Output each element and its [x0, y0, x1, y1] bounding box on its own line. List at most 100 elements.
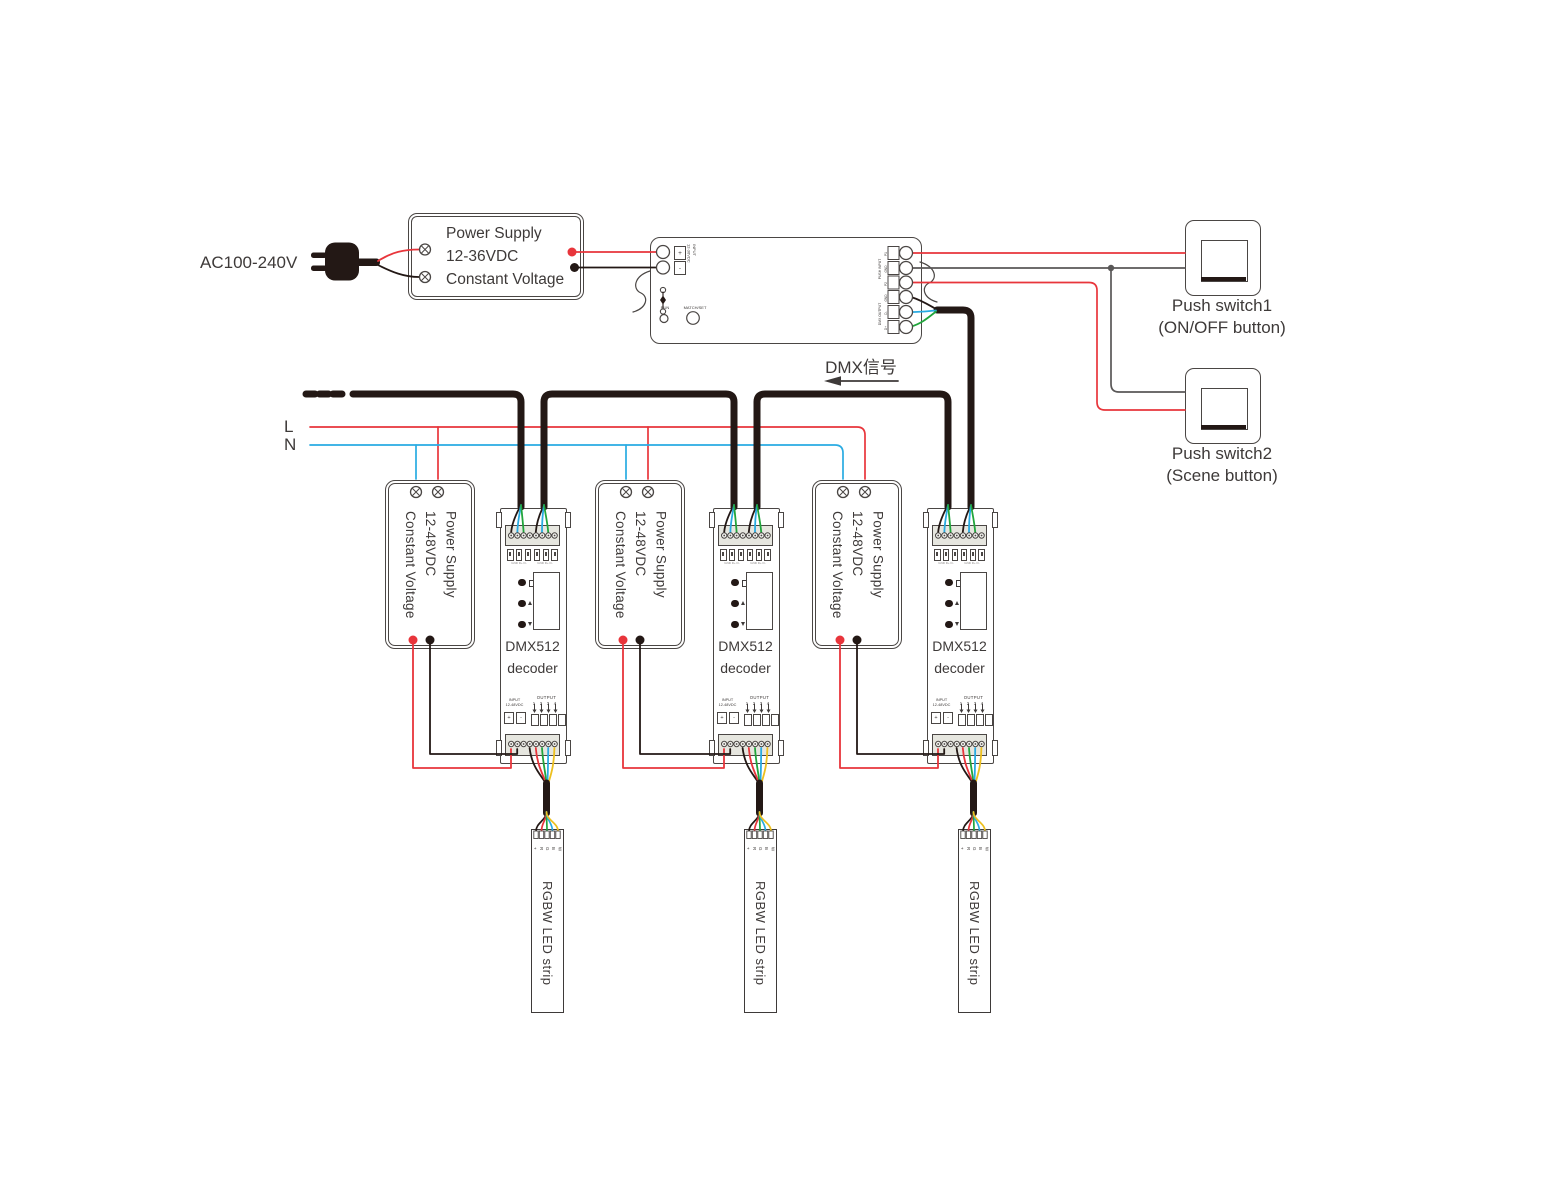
channel-terminal	[958, 714, 966, 726]
channel-terminal	[540, 714, 548, 726]
decoder-title: DMX512 decoder	[505, 638, 560, 677]
pad-label: +	[532, 847, 538, 850]
ac-voltage-label: AC100-240V	[200, 253, 298, 272]
terminal-square	[746, 549, 754, 561]
decoder-top-terminal-strip	[932, 525, 987, 546]
up-arrow-icon	[528, 600, 532, 605]
decoder-output-label: OUTPUT	[536, 695, 557, 700]
terminal-square	[728, 549, 736, 561]
decoder-output-label: OUTPUT	[749, 695, 770, 700]
push-switch-2-title: Push switch2	[1171, 444, 1273, 463]
terminal-square	[551, 549, 558, 561]
channel-number: 4	[980, 700, 984, 706]
channel-number: 4	[553, 700, 557, 706]
din-ear	[922, 512, 929, 528]
channel-number: 2	[539, 700, 543, 706]
controller-input-label: INPUT 12-36VDC	[686, 244, 698, 263]
channel-number: 3	[546, 700, 550, 706]
menu-icon	[741, 579, 748, 587]
channel-number: 3	[759, 700, 763, 706]
dmx-port-label-left: GND D+ D-	[938, 561, 954, 565]
terminal-square	[737, 549, 745, 561]
dmx-signal-label: DMX信号	[825, 358, 897, 377]
channel-number: 1	[745, 700, 749, 706]
group-power-supply-border	[388, 483, 472, 646]
decoder-input-label: INPUT 12-48VDC	[718, 698, 737, 707]
dmx-port-label-left: GND D+ D-	[511, 561, 527, 565]
decoder-title: DMX512 decoder	[718, 638, 773, 677]
channel-terminal	[967, 714, 975, 726]
pad-label: B	[978, 847, 984, 850]
decoder-input-terminals: +-	[931, 712, 953, 724]
dmx-port-label-right: GND D+ D-	[750, 561, 766, 565]
decoder-top-terminal-strip	[505, 525, 560, 546]
channel-terminal	[558, 714, 566, 726]
channel-terminals	[531, 714, 566, 726]
channel-number: 2	[966, 700, 970, 706]
push-switch-1	[1185, 220, 1261, 296]
channel-terminal	[771, 714, 779, 726]
down-button	[518, 620, 526, 628]
din-ear	[564, 512, 571, 528]
pad-label: R	[751, 847, 757, 851]
decoder-title: DMX512 decoder	[932, 638, 987, 677]
plus-terminal-label: +	[674, 246, 686, 260]
dmx-port-terminals	[720, 549, 771, 561]
decoder-top-terminal-strip	[718, 525, 773, 546]
terminal-square	[942, 549, 950, 561]
pad-label: +	[745, 847, 751, 850]
down-button	[945, 620, 953, 628]
pad-label: W	[557, 847, 563, 852]
pad-label: W	[984, 847, 990, 852]
channel-number: 2	[752, 700, 756, 706]
decoder-bottom-terminal-strip	[718, 734, 773, 756]
terminal-square	[951, 549, 959, 561]
plus-terminal: +	[717, 712, 727, 724]
down-arrow-icon	[955, 621, 959, 626]
group-power-supply-label: Power Supply 12-48VDC Constant Voltage	[402, 510, 459, 619]
strip-title-wrap: RGBW LED strip	[959, 858, 990, 1008]
plus-terminal: +	[504, 712, 514, 724]
dmx-port-label-left: GND D+ D-	[724, 561, 740, 565]
minus-terminal: -	[729, 712, 739, 724]
pad-label: B	[551, 847, 557, 850]
channel-terminals	[958, 714, 993, 726]
din-ear	[708, 740, 715, 756]
up-arrow-icon	[955, 600, 959, 605]
channel-terminal	[985, 714, 993, 726]
group-power-supply-label: Power Supply 12-48VDC Constant Voltage	[829, 510, 886, 619]
din-ear	[991, 512, 998, 528]
channel-number: 1	[532, 700, 536, 706]
strip-title-wrap: RGBW LED strip	[745, 858, 776, 1008]
group-power-supply: Power Supply 12-48VDC Constant Voltage	[385, 480, 475, 649]
minus-terminal: -	[516, 712, 526, 724]
decoder-input-label: INPUT 12-48VDC	[932, 698, 951, 707]
channel-terminal	[753, 714, 761, 726]
push-switch-1-rocker-bar	[1201, 277, 1246, 281]
down-arrow-icon	[741, 621, 745, 626]
group-power-supply: Power Supply 12-48VDC Constant Voltage	[812, 480, 902, 649]
channel-number: 3	[973, 700, 977, 706]
push-switch-2-button	[1201, 388, 1248, 430]
pad-label: +	[959, 847, 965, 850]
push-switch-1-subtitle: (ON/OFF button)	[1158, 318, 1286, 337]
main-power-supply-label: Power Supply 12-36VDC Constant Voltage	[446, 225, 565, 288]
din-ear	[564, 740, 571, 756]
channel-terminal	[976, 714, 984, 726]
digital-display	[959, 572, 987, 630]
minus-terminal-label: -	[674, 261, 686, 275]
din-ear	[777, 740, 784, 756]
menu-icon	[528, 579, 535, 587]
menu-button	[731, 578, 739, 586]
terminal-square	[542, 549, 550, 561]
pad-label: G	[971, 847, 977, 851]
channel-number: 4	[766, 700, 770, 706]
